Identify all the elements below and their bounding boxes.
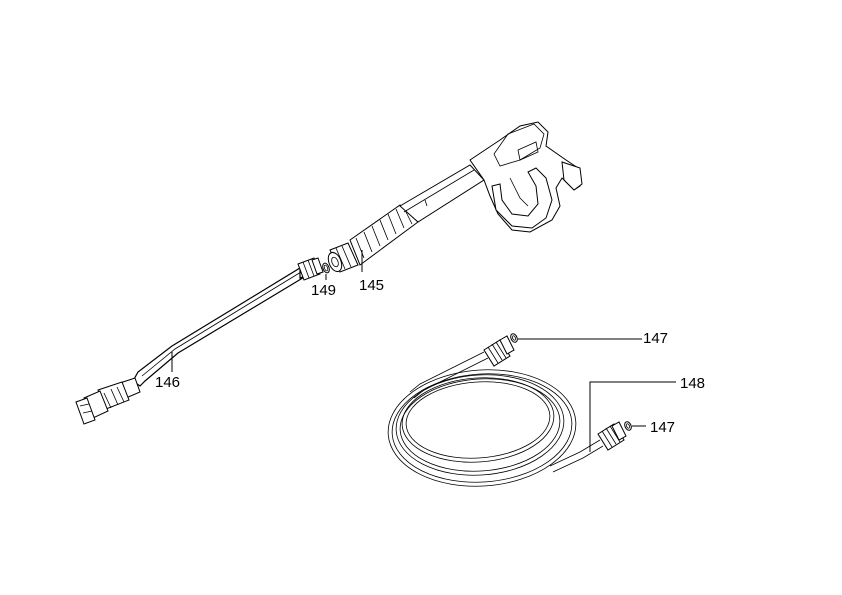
leader-lines [171, 250, 676, 452]
o-ring-147-upper [510, 333, 518, 343]
label-145: 145 [359, 277, 384, 294]
spray-lance-146 [75, 257, 324, 425]
label-148: 148 [680, 375, 705, 392]
label-147-upper: 147 [643, 330, 668, 347]
hose-148 [387, 335, 627, 487]
label-149: 149 [311, 282, 336, 299]
o-ring-147-lower [624, 421, 632, 431]
leader-148 [589, 381, 676, 452]
label-146: 146 [155, 374, 180, 391]
label-147-lower: 147 [650, 419, 675, 436]
part-labels: 145 146 147 147 148 149 [155, 277, 705, 436]
trigger-gun-145 [327, 121, 583, 273]
o-ring-149 [322, 262, 330, 274]
